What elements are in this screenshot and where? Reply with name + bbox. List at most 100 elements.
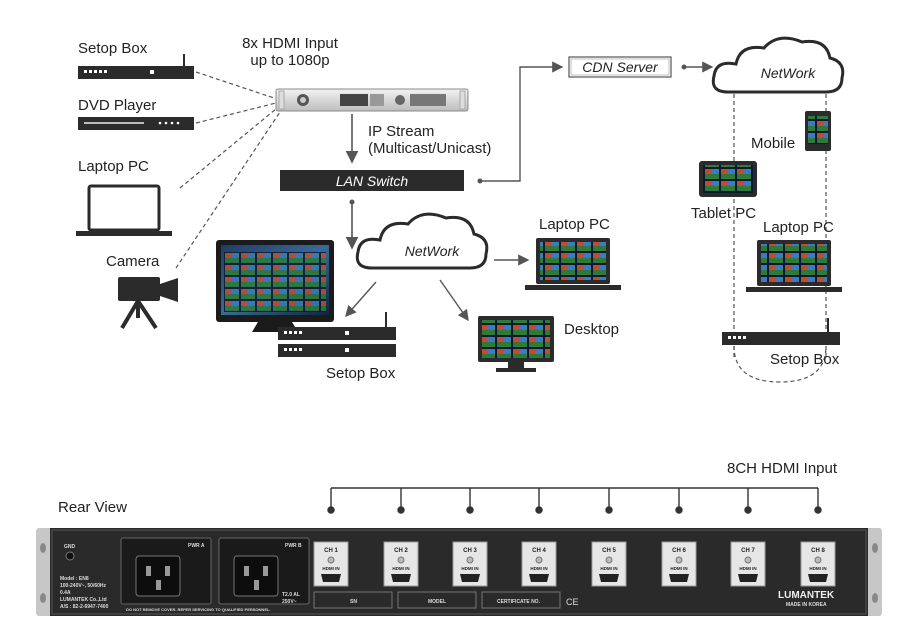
ip-stream-line1: IP Stream: [368, 123, 434, 140]
camera-icon: [118, 277, 178, 330]
hdmi-port-ch8: CH 8 HDMI IN: [800, 541, 836, 587]
local-laptop-label: Laptop PC: [539, 216, 610, 233]
power-inlet-b: PWR B: [218, 537, 310, 605]
local-laptop: Laptop PC: [525, 216, 621, 290]
fuse-line1: T2.0 AL: [282, 592, 300, 598]
ce-icon: CE: [566, 597, 579, 607]
hdmi-in-label: HDMI IN: [739, 566, 756, 571]
channel-label: CH 1: [324, 548, 338, 554]
source-dvd-player: DVD Player: [78, 97, 194, 130]
model-line2: 100-240V~, 50/60Hz: [60, 583, 107, 589]
lan-switch: LAN Switch: [280, 170, 464, 191]
channel-label: CH 2: [394, 548, 408, 554]
remote-tablet-label: Tablet PC: [691, 205, 756, 222]
sn-plate: SN: [350, 599, 357, 605]
source-connectors: [175, 71, 285, 269]
channel-label: CH 7: [741, 548, 755, 554]
local-desktop-label: Desktop: [564, 321, 619, 338]
model-plate: MODEL: [428, 599, 446, 605]
network-right-label: NetWork: [761, 65, 816, 81]
hdmi-in-label: HDMI IN: [392, 566, 409, 571]
channel-label: CH 4: [532, 548, 546, 554]
encoder-device: [275, 88, 469, 112]
remote-mobile-label: Mobile: [751, 135, 795, 152]
source-laptop-label: Laptop PC: [78, 158, 149, 175]
hdmi-port-ch1: CH 1 HDMI IN: [313, 541, 349, 587]
hdmi-connector-icon: [808, 574, 828, 582]
cloud-icon: [355, 212, 489, 270]
remote-setop-box-label: Setop Box: [770, 351, 840, 368]
cloud-icon: [711, 36, 845, 94]
encoder-input-line2: up to 1080p: [250, 52, 329, 69]
hdmi-port-ch7: CH 7 HDMI IN: [730, 541, 766, 587]
model-line4: LUMANTEK Co.,Ltd: [60, 597, 107, 603]
cdn-server-label: CDN Server: [582, 59, 659, 75]
hdmi-connector-icon: [738, 574, 758, 582]
source-camera: Camera: [106, 253, 178, 330]
model-line1: Model : EN8: [60, 576, 89, 582]
remote-laptop: Laptop PC: [746, 219, 842, 292]
gnd-label: GND: [64, 544, 76, 550]
local-setop-box: Setop Box: [278, 312, 396, 382]
source-laptop: Laptop PC: [76, 158, 172, 236]
lan-switch-label: LAN Switch: [336, 173, 409, 189]
channel-label: CH 5: [602, 548, 616, 554]
pwr-b-label: PWR B: [285, 543, 302, 549]
channel-label: CH 8: [811, 548, 825, 554]
hdmi-port-ch5: CH 5 HDMI IN: [591, 541, 627, 587]
setop-box-icon: [722, 332, 840, 345]
warning-text: DO NOT REMOVE COVER. REFER SERVICING TO …: [126, 607, 271, 612]
model-line5: A/S : 82-2-6947-7400: [60, 604, 109, 610]
source-camera-label: Camera: [106, 253, 160, 270]
power-inlet-a: PWR A: [120, 537, 212, 605]
hdmi-port-ch6: CH 6 HDMI IN: [661, 541, 697, 587]
source-setop-box: Setop Box: [78, 40, 194, 79]
setop-box-icon: [78, 66, 194, 79]
channel-label: CH 6: [672, 548, 686, 554]
hdmi-connector-icon: [460, 574, 480, 582]
local-setop-box-label: Setop Box: [326, 365, 396, 382]
hdmi-input-bracket: [327, 487, 822, 514]
hdmi-connector-icon: [599, 574, 619, 582]
ip-stream-line2: (Multicast/Unicast): [368, 140, 491, 157]
hdmi-in-label: HDMI IN: [322, 566, 339, 571]
hdmi-connector-icon: [669, 574, 689, 582]
made-in-label: MADE IN KOREA: [786, 602, 827, 608]
channel-label: CH 3: [463, 548, 477, 554]
hdmi-port-ch2: CH 2 HDMI IN: [383, 541, 419, 587]
pwr-a-label: PWR A: [188, 543, 205, 549]
source-setop-box-label: Setop Box: [78, 40, 148, 57]
network-cloud-left: NetWork: [355, 212, 489, 270]
hdmi-channels: CH 1 HDMI IN CH 2 HDMI IN CH 3 HDMI IN CH 4 HDM…: [313, 541, 836, 587]
hdmi-input-label: 8CH HDMI Input: [727, 460, 838, 477]
network-cloud-right: NetWork: [711, 36, 845, 94]
local-tv: [216, 240, 334, 332]
hdmi-connector-icon: [321, 574, 341, 582]
brand-label: LUMANTEK: [778, 590, 835, 601]
setop-box-icon: [278, 327, 396, 340]
source-dvd-player-label: DVD Player: [78, 97, 156, 114]
remote-setop-box: Setop Box: [722, 318, 840, 368]
cdn-server: CDN Server: [568, 56, 672, 78]
hdmi-in-label: HDMI IN: [461, 566, 478, 571]
model-line3: 0.4A: [60, 590, 71, 596]
remote-tablet: Tablet PC: [691, 161, 757, 222]
remote-mobile: Mobile: [751, 111, 831, 152]
hdmi-connector-icon: [391, 574, 411, 582]
rear-view-title: Rear View: [58, 499, 127, 516]
hdmi-in-label: HDMI IN: [530, 566, 547, 571]
hdmi-in-label: HDMI IN: [600, 566, 617, 571]
hdmi-port-ch4: CH 4 HDMI IN: [521, 541, 557, 587]
hdmi-connector-icon: [529, 574, 549, 582]
hdmi-in-label: HDMI IN: [670, 566, 687, 571]
hdmi-port-ch3: CH 3 HDMI IN: [452, 541, 488, 587]
laptop-icon: [87, 184, 161, 232]
encoder-input-line1: 8x HDMI Input: [242, 35, 339, 52]
local-desktop: Desktop: [478, 316, 619, 372]
fuse-line2: 250V~: [282, 599, 297, 605]
certificate-plate: CERTIFICATE NO.: [497, 599, 541, 605]
network-left-label: NetWork: [405, 243, 460, 259]
remote-laptop-label: Laptop PC: [763, 219, 834, 236]
hdmi-in-label: HDMI IN: [809, 566, 826, 571]
